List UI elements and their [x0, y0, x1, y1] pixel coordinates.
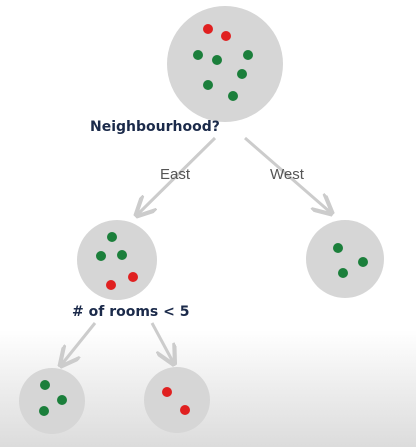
green-point — [243, 50, 253, 60]
node-west-circle — [306, 220, 384, 298]
green-point — [228, 91, 238, 101]
edge-root-to-west — [244, 136, 330, 212]
node-east — [77, 220, 157, 300]
green-point — [96, 251, 106, 261]
green-point — [40, 380, 50, 390]
red-point — [128, 272, 138, 282]
red-point — [162, 387, 172, 397]
root-question-label: Neighbourhood? — [90, 119, 220, 135]
red-point — [106, 280, 116, 290]
red-point — [180, 405, 190, 415]
branch-label-east: East — [160, 166, 191, 183]
edge-root-to-east — [138, 136, 217, 214]
node-east-right-circle — [144, 367, 210, 433]
red-point — [203, 24, 213, 34]
edge-east-to-left-leaf — [62, 322, 97, 364]
edge-east-to-right-leaf — [150, 322, 173, 362]
green-point — [203, 80, 213, 90]
tree-edges — [62, 136, 330, 364]
node-east-left-leaf — [19, 368, 85, 434]
node-east-circle — [77, 220, 157, 300]
green-point — [193, 50, 203, 60]
green-point — [237, 69, 247, 79]
node-east-left-circle — [19, 368, 85, 434]
green-point — [212, 55, 222, 65]
green-point — [39, 406, 49, 416]
node-root — [167, 6, 283, 122]
branch-label-west: West — [270, 166, 304, 183]
green-point — [117, 250, 127, 260]
green-point — [333, 243, 343, 253]
node-west — [306, 220, 384, 298]
green-point — [107, 232, 117, 242]
node-east-right-leaf — [144, 367, 210, 433]
node-root-circle — [167, 6, 283, 122]
green-point — [338, 268, 348, 278]
red-point — [221, 31, 231, 41]
green-point — [57, 395, 67, 405]
green-point — [358, 257, 368, 267]
east-node-question-label: # of rooms < 5 — [72, 304, 190, 320]
